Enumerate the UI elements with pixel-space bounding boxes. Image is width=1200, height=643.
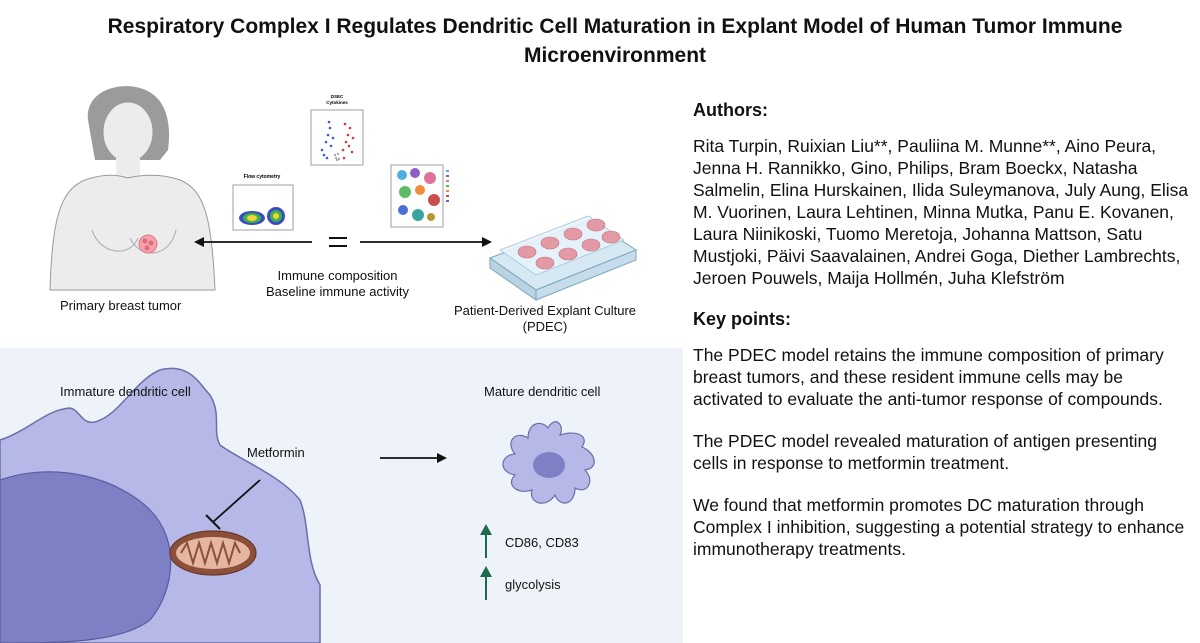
immune-composition-label: Immune composition Baseline immune activ… [255, 268, 420, 300]
pdec-line2: (PDEC) [522, 319, 568, 334]
pdec-plate-icon [488, 215, 638, 301]
authors-list: Rita Turpin, Ruixian Liu**, Pauliina M. … [693, 136, 1189, 288]
pdec-line1: Patient-Derived Explant Culture [453, 303, 637, 318]
key-point-3: We found that metformin promotes DC matu… [693, 495, 1185, 559]
human-figure-icon [49, 86, 216, 291]
flow-cytometry-plot: Flow cytometry [232, 174, 294, 231]
mitochondrion-icon [169, 530, 257, 576]
key-point-2: The PDEC model revealed maturation of an… [693, 431, 1158, 473]
glycolysis-label: glycolysis [505, 577, 561, 592]
metformin-label: Metformin [247, 445, 305, 460]
pdec-label: Patient-Derived Explant Culture (PDEC) [445, 303, 645, 335]
mature-dendritic-cell-icon [502, 421, 595, 504]
page-title: Respiratory Complex I Regulates Dendriti… [107, 15, 1123, 67]
cluster-plot [390, 164, 449, 228]
left-arrow-icon [194, 237, 312, 247]
markers-label: CD86, CD83 [505, 535, 579, 550]
maturation-arrow-icon [380, 453, 447, 463]
flow-plot-title: Flow cytometry [244, 174, 281, 180]
volcano-title-line1: DSEC [331, 94, 344, 99]
glycolysis-up-arrow-icon [480, 566, 492, 600]
volcano-title-line2: Cytokines [326, 100, 348, 105]
key-point-1: The PDEC model retains the immune compos… [693, 345, 1164, 409]
immune-line2: Baseline immune activity [265, 284, 410, 299]
primary-tumor-label: Primary breast tumor [60, 298, 182, 313]
mature-cell-label: Mature dendritic cell [484, 384, 601, 399]
key-points-heading: Key points: [693, 309, 792, 329]
right-arrow-icon [360, 237, 492, 247]
tumor-icon [138, 234, 158, 254]
diagram-illustration: Flow cytometry DSEC Cytokines [0, 86, 638, 643]
markers-up-arrow-icon [480, 524, 492, 558]
text-panel: Authors: Rita Turpin, Ruixian Liu**, Pau… [693, 100, 1193, 580]
inhibition-icon [205, 479, 261, 530]
authors-heading: Authors: [693, 100, 768, 120]
equals-icon [329, 237, 347, 247]
immature-dendritic-cell-icon [0, 367, 321, 643]
immature-cell-label: Immature dendritic cell [60, 384, 191, 399]
volcano-plot: DSEC Cytokines [310, 94, 364, 166]
immune-line1: Immune composition [277, 268, 398, 283]
